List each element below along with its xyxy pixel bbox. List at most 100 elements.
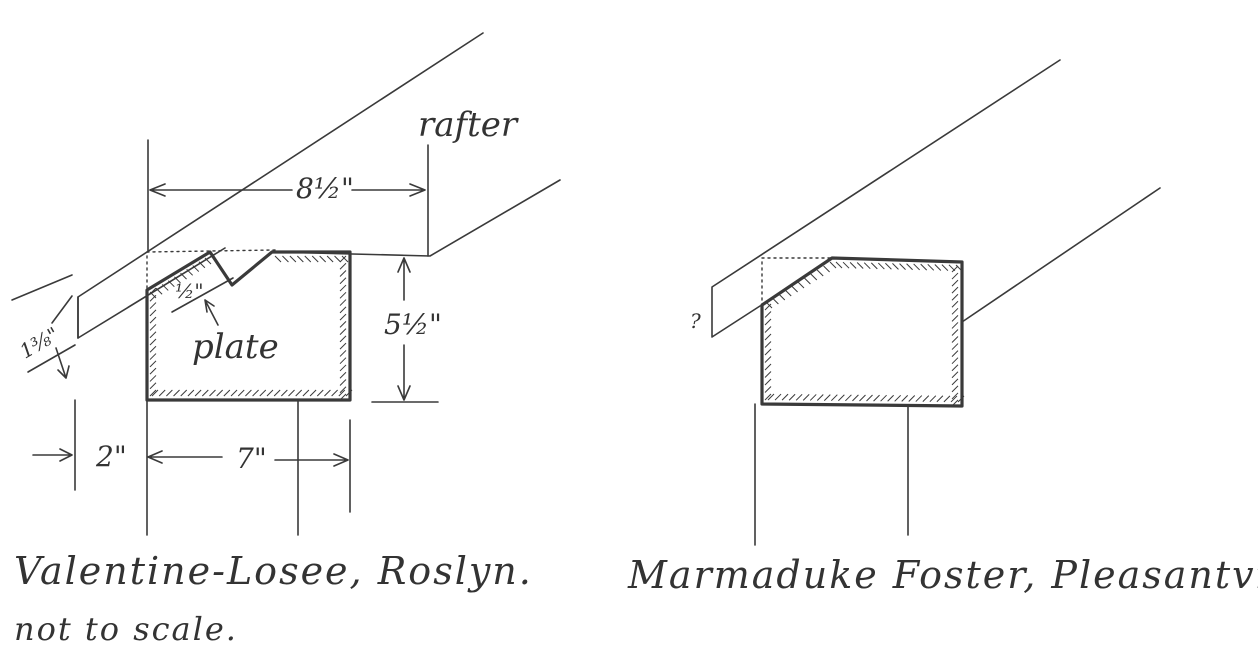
hatch-mark bbox=[158, 389, 166, 397]
hatch-mark bbox=[830, 394, 838, 402]
hatch-mark bbox=[149, 324, 157, 331]
hatch-mark bbox=[764, 378, 772, 386]
hatch-mark bbox=[149, 345, 157, 353]
dim-right: 5½" bbox=[384, 308, 442, 341]
hatch-mark bbox=[223, 389, 231, 397]
hatch-mark bbox=[339, 350, 347, 357]
hatch-mark bbox=[311, 255, 319, 263]
hatch-mark bbox=[934, 264, 942, 271]
hatch-mark bbox=[772, 297, 779, 305]
hatch-mark bbox=[266, 389, 274, 397]
hatch-mark bbox=[149, 309, 157, 317]
hatch-mark bbox=[230, 389, 238, 397]
hatch-mark bbox=[788, 393, 796, 401]
hatch-mark bbox=[863, 262, 871, 270]
hatch-mark bbox=[951, 399, 959, 407]
hatch-mark bbox=[764, 326, 772, 333]
hatch-mark bbox=[764, 333, 772, 341]
hatch-mark bbox=[951, 357, 959, 365]
hatch-mark bbox=[842, 261, 850, 269]
hatch-mark bbox=[149, 360, 157, 368]
hatch-mark bbox=[149, 382, 157, 390]
hatch-mark bbox=[852, 394, 859, 402]
hatch-mark bbox=[167, 280, 175, 288]
hatch-mark bbox=[764, 303, 772, 311]
hatch-mark bbox=[951, 392, 959, 400]
left-vertical-lines bbox=[74, 139, 439, 536]
hatch-mark bbox=[339, 284, 347, 292]
hatch-mark bbox=[764, 356, 772, 363]
hatch-mark bbox=[151, 389, 159, 397]
hatch-mark bbox=[809, 394, 817, 401]
hatch-mark bbox=[892, 263, 899, 270]
hatch-mark bbox=[259, 389, 267, 397]
hatch-mark bbox=[173, 389, 180, 397]
hatch-mark bbox=[764, 318, 772, 326]
hatch-mark bbox=[339, 328, 347, 335]
dim-notch-leader bbox=[171, 277, 234, 326]
hatch-mark bbox=[859, 394, 866, 402]
hatch-mark bbox=[885, 262, 892, 270]
hatch-mark bbox=[204, 257, 212, 265]
hatch-mark bbox=[331, 389, 338, 397]
hatch-mark bbox=[906, 263, 913, 271]
hatch-mark bbox=[149, 367, 157, 375]
hatch-mark bbox=[161, 284, 169, 291]
hatch-mark bbox=[339, 262, 347, 270]
hatch-mark bbox=[951, 322, 959, 329]
hatch-mark bbox=[273, 389, 281, 397]
hatch-mark bbox=[149, 294, 157, 302]
hatch-mark bbox=[149, 331, 157, 339]
hatch-mark bbox=[778, 293, 786, 301]
hatch-mark bbox=[845, 394, 852, 402]
hatch-mark bbox=[899, 263, 906, 270]
right-unknown-mark: ? bbox=[690, 309, 701, 333]
hatch-mark bbox=[324, 389, 331, 397]
hatch-mark bbox=[180, 272, 187, 280]
hatch-mark bbox=[339, 306, 347, 314]
hatch-mark bbox=[338, 389, 346, 397]
hatch-mark bbox=[951, 385, 959, 393]
hatch-mark bbox=[201, 389, 209, 397]
hatch-mark bbox=[282, 255, 289, 263]
caption-left-note: not to scale. bbox=[14, 610, 238, 648]
hatch-mark bbox=[894, 394, 902, 402]
hatch-mark bbox=[274, 255, 282, 263]
hatch-mark bbox=[166, 389, 173, 397]
hatch-mark bbox=[174, 276, 181, 284]
hatch-mark bbox=[326, 255, 334, 263]
hatch-mark bbox=[252, 389, 259, 397]
hatch-mark bbox=[334, 255, 341, 263]
label-plate: plate bbox=[192, 327, 279, 367]
hatch-mark bbox=[339, 371, 347, 379]
dim-top: 8½" bbox=[296, 172, 354, 205]
hatch-mark bbox=[951, 286, 959, 294]
hatch-mark bbox=[922, 395, 930, 402]
hatch-mark bbox=[302, 389, 310, 397]
hatch-mark bbox=[155, 287, 163, 295]
dim-bottom-left: 2" bbox=[95, 440, 127, 473]
hatch-mark bbox=[941, 264, 949, 272]
hatch-mark bbox=[810, 273, 818, 281]
hatch-mark bbox=[951, 364, 959, 372]
hatch-mark bbox=[880, 394, 887, 402]
dim-notch: ½" bbox=[175, 279, 204, 303]
hatch-mark bbox=[901, 395, 909, 402]
hatch-mark bbox=[951, 279, 959, 287]
hatch-mark bbox=[316, 389, 324, 397]
hatch-mark bbox=[767, 393, 775, 401]
hatch-mark bbox=[791, 285, 798, 293]
hatch-mark bbox=[920, 263, 928, 271]
hatch-mark bbox=[288, 389, 295, 397]
hatch-mark bbox=[289, 255, 297, 263]
caption-left: Valentine-Losee, Roslyn. bbox=[14, 549, 533, 593]
hatch-mark bbox=[149, 353, 157, 360]
hatch-mark bbox=[951, 272, 959, 280]
hatch-mark bbox=[951, 307, 959, 315]
right-plate-outline bbox=[760, 256, 964, 408]
hatch-mark bbox=[764, 371, 772, 378]
right-detail: ? bbox=[690, 59, 1161, 546]
hatch-mark bbox=[951, 329, 959, 336]
hatch-mark bbox=[339, 277, 347, 285]
